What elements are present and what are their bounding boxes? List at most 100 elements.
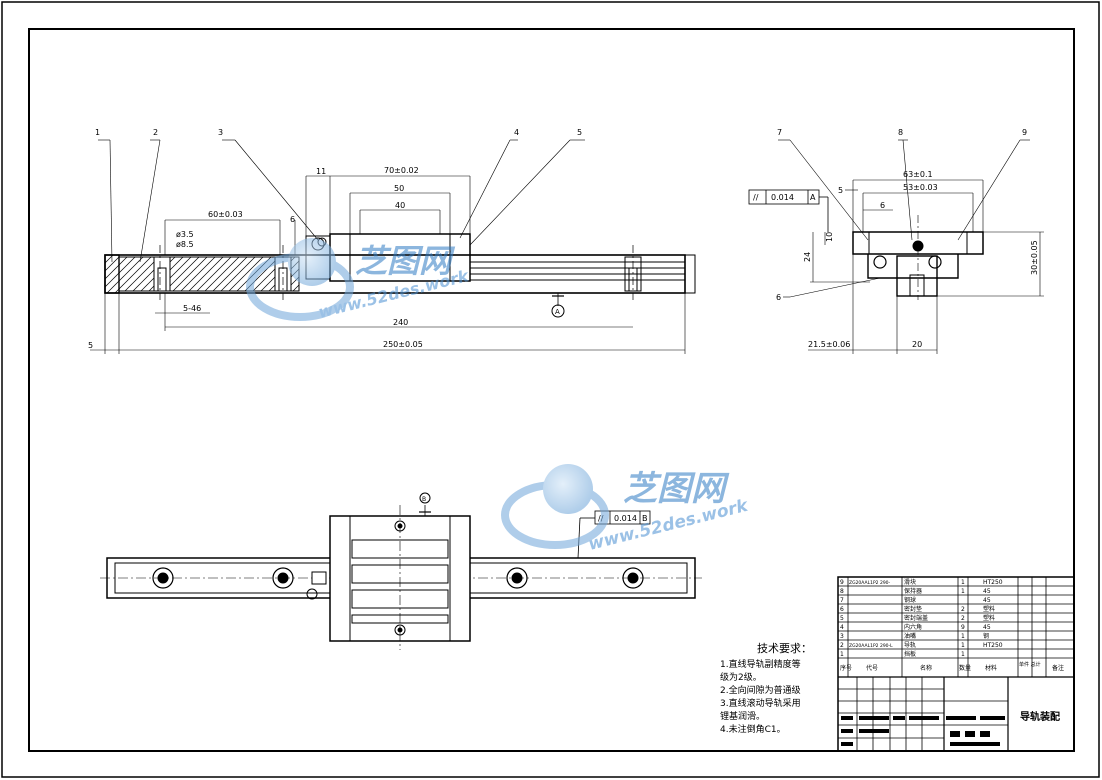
bom-cell-no: 7	[840, 597, 844, 604]
tech-req-line-4: 3.直线滚动导轨采用	[720, 697, 801, 709]
globe-icon	[288, 238, 336, 286]
bom-header-weight: 单件 总计	[1019, 661, 1041, 668]
bom-cell-name: 内六角	[904, 623, 922, 631]
bom-cell-qty: 1	[961, 633, 965, 640]
bom-cell-mat: HT250	[983, 642, 1003, 649]
bom-cell-code: ZG20AAL1P2 290-L	[849, 643, 893, 649]
balloon-9: 9	[1022, 128, 1027, 137]
bom-cell-qty: 1	[961, 642, 965, 649]
bom-cell-qty: 1	[961, 651, 965, 658]
front-view	[90, 139, 696, 354]
bom-cell-name: 油嘴	[904, 632, 916, 640]
dim-63: 63±0.1	[903, 170, 933, 179]
dim-21: 21.5±0.06	[808, 340, 850, 349]
tech-req-line-6: 4.未注倒角C1。	[720, 723, 786, 735]
dim-5-46: 5-46	[183, 304, 201, 313]
bom-header-note: 备注	[1052, 664, 1064, 672]
dim-60: 60±0.03	[208, 210, 243, 219]
tech-req-line-2: 级为2级。	[720, 671, 762, 683]
bom-cell-name: 挡板	[904, 650, 916, 658]
bom-cell-no: 9	[840, 579, 844, 586]
balloon-6: 6	[776, 293, 781, 302]
bom-cell-qty: 2	[961, 606, 965, 613]
title-block-redactions	[841, 716, 1005, 746]
bom-cell-no: 4	[840, 624, 844, 631]
bom-cell-name: 钢球	[904, 596, 916, 604]
dim-30: 30±0.05	[1030, 240, 1039, 275]
tech-req-line-1: 1.直线导轨副精度等	[720, 658, 801, 670]
tech-req-line-3: 2.全向间隙为普通级	[720, 684, 801, 696]
drawing-title: 导轨装配	[1020, 710, 1060, 723]
bom-cell-qty: 1	[961, 588, 965, 595]
tol-datum-b: B	[642, 514, 648, 523]
bom-cell-no: 1	[840, 651, 844, 658]
top-view	[100, 492, 702, 650]
watermark-center: 芝图网 www.52des.work	[501, 464, 751, 555]
tol-sym: //	[753, 193, 759, 202]
inner-border	[28, 28, 1075, 752]
bom-cell-mat: HT250	[983, 579, 1003, 586]
bom-cell-mat: 45	[983, 597, 991, 604]
tol-datum: A	[810, 193, 816, 202]
tech-req-line-5: 锂基润滑。	[720, 710, 765, 722]
front-view-labels: 1 2 3 4 5 11 70±0.02 50 40 60±0.03 6 ø3.…	[88, 128, 582, 350]
dim-250: 250±0.05	[383, 340, 423, 349]
dim-40: 40	[395, 201, 405, 210]
datum-a: A	[555, 308, 560, 316]
balloon-5: 5	[577, 128, 582, 137]
bom-cell-mat: 钢	[983, 632, 989, 640]
tol-value-b: 0.014	[614, 514, 637, 523]
dim-53: 53±0.03	[903, 183, 938, 192]
dim-5a: 5	[838, 186, 843, 195]
side-view-labels: 7 8 9 6 63±0.1 53±0.03 5 6 10 24 30±0.05…	[753, 128, 1039, 349]
bom-table	[837, 576, 1075, 752]
side-view	[748, 139, 1044, 354]
balloon-3: 3	[218, 128, 223, 137]
dim-10: 10	[825, 232, 834, 242]
balloon-4: 4	[514, 128, 519, 137]
bom-cell-qty: 1	[961, 579, 965, 586]
dim-24: 24	[803, 252, 812, 262]
bom-cell-qty: 2	[961, 615, 965, 622]
bom-cell-name: 保持器	[904, 587, 922, 595]
dim-20: 20	[912, 340, 922, 349]
bom-cell-no: 2	[840, 642, 844, 649]
bom-cell-no: 3	[840, 633, 844, 640]
dim-11: 11	[316, 167, 326, 176]
watermark-cn: 芝图网	[355, 242, 456, 280]
bom-header-name: 名称	[920, 664, 932, 672]
dim-240: 240	[393, 318, 408, 327]
bom-cell-qty: 9	[961, 624, 965, 631]
datum-b: B	[422, 496, 426, 503]
balloon-2: 2	[153, 128, 158, 137]
globe-icon	[543, 464, 593, 514]
dim-phi: ø3.5	[176, 230, 194, 239]
bom-cell-no: 6	[840, 606, 844, 613]
bom-header: 序号 代号 名称 数量 材料 单件 总计 备注	[840, 661, 1064, 672]
bom-cell-mat: 45	[983, 624, 991, 631]
bom-cell-name: 密封端盖	[904, 614, 928, 622]
bom-header-no: 序号	[840, 664, 852, 672]
tol-value: 0.014	[771, 193, 794, 202]
dim-phi2: ø8.5	[176, 240, 194, 249]
dim-6: 6	[290, 215, 295, 224]
bom-cell-no: 5	[840, 615, 844, 622]
dim-50: 50	[394, 184, 404, 193]
bom-cell-code: ZG20AAL1P2 290-	[849, 580, 891, 586]
bom-cell-mat: 塑料	[983, 614, 995, 622]
bom-header-mat: 材料	[985, 664, 997, 672]
tech-req-title: 技术要求：	[757, 642, 812, 655]
bom-header-code: 代号	[866, 664, 878, 672]
dim-6a: 6	[880, 201, 885, 210]
bom-cell-mat: 45	[983, 588, 991, 595]
dim-70: 70±0.02	[384, 166, 419, 175]
bom-cell-no: 8	[840, 588, 844, 595]
balloon-1: 1	[95, 128, 100, 137]
watermark-cn: 芝图网	[623, 469, 730, 509]
tech-requirements: 技术要求： 1.直线导轨副精度等 级为2级。 2.全向间隙为普通级 3.直线滚动…	[720, 642, 812, 735]
bom-cell-name: 密封垫	[904, 605, 922, 613]
balloon-8: 8	[898, 128, 903, 137]
